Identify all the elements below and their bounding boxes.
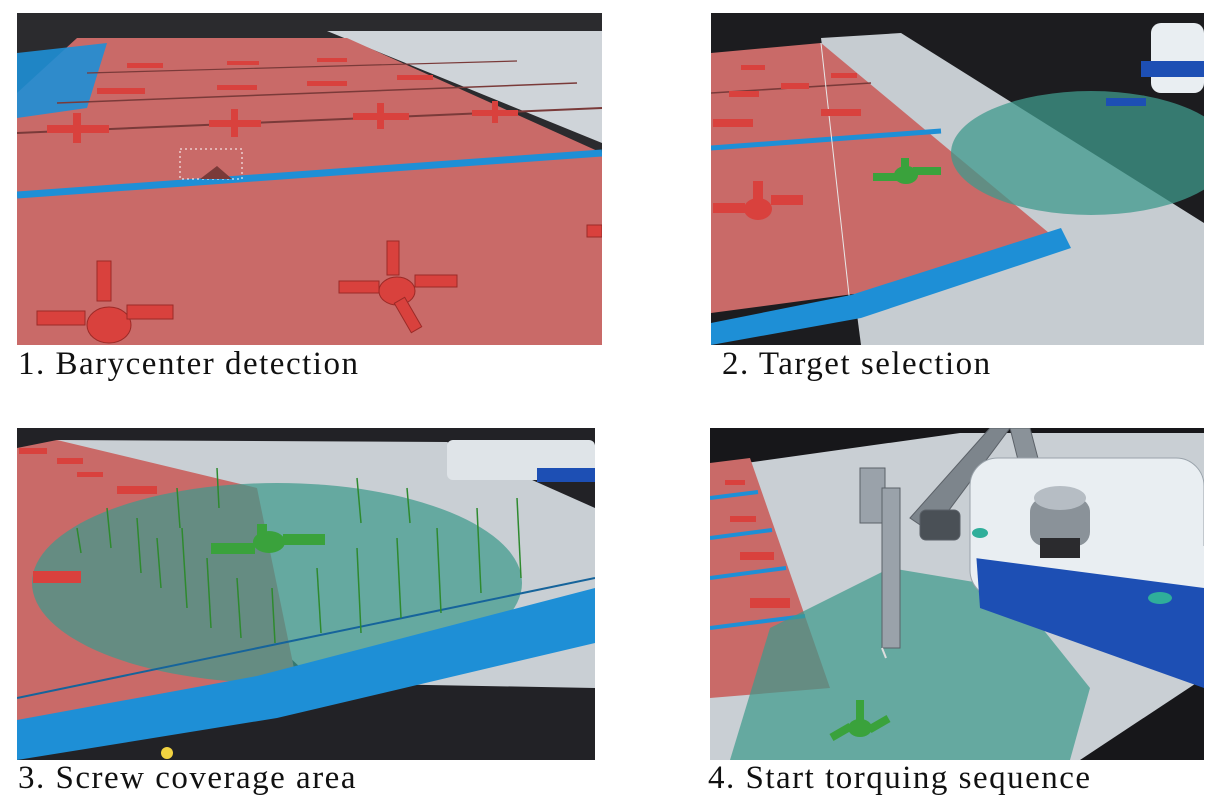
screw-coverage-area-render: [17, 428, 595, 760]
target-selection-render: [711, 13, 1204, 345]
caption-target-selection: 2. Target selection: [722, 346, 992, 382]
torquing-sequence-render: [710, 428, 1204, 760]
barycenter-detection-render: [17, 13, 602, 345]
caption-screw-coverage-area: 3. Screw coverage area: [18, 760, 357, 796]
caption-start-torquing-sequence: 4. Start torquing sequence: [708, 760, 1092, 796]
caption-barycenter-detection: 1. Barycenter detection: [18, 346, 360, 382]
